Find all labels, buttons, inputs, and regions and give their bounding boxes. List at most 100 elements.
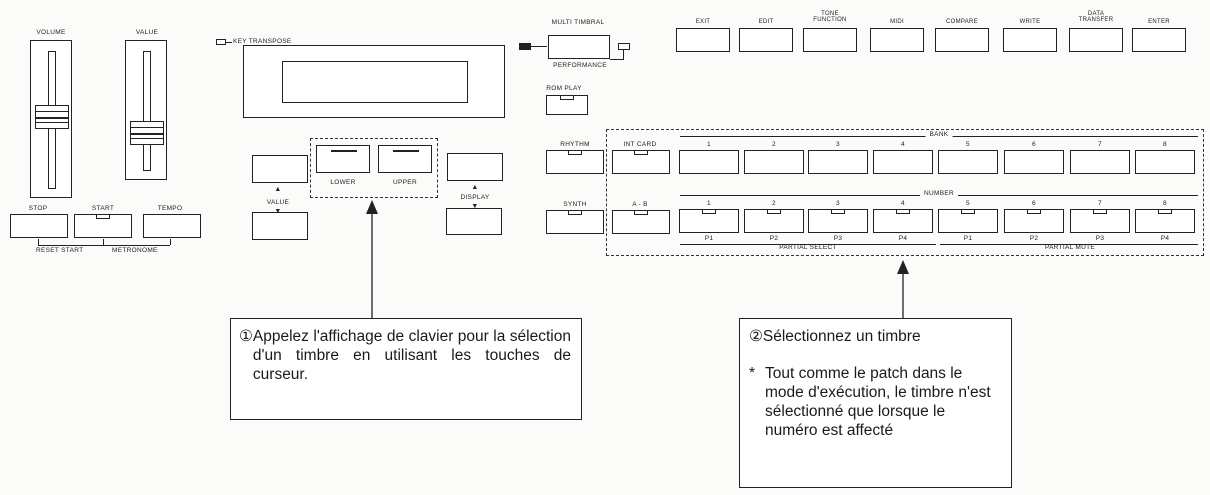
number-label-2: 2 bbox=[772, 200, 776, 207]
number-button-led-6 bbox=[1027, 210, 1041, 214]
bank-button-8[interactable] bbox=[1135, 150, 1195, 174]
number-button-1[interactable] bbox=[679, 209, 739, 233]
value-slider-track[interactable] bbox=[125, 40, 167, 180]
metronome-label: METRONOME bbox=[112, 247, 158, 254]
number-label-4: 4 bbox=[901, 200, 905, 207]
function-button-1[interactable] bbox=[739, 28, 793, 52]
bank-button-6[interactable] bbox=[1004, 150, 1064, 174]
tempo-label: TEMPO bbox=[157, 205, 183, 212]
partial-label-8: P4 bbox=[1160, 235, 1170, 242]
number-label-3: 3 bbox=[836, 200, 840, 207]
display-label: DISPLAY bbox=[460, 194, 490, 201]
display-up-button[interactable] bbox=[447, 153, 503, 181]
partial-label-4: P4 bbox=[898, 235, 908, 242]
performance-label: PERFORMANCE bbox=[553, 62, 607, 69]
upper-label: UPPER bbox=[393, 179, 417, 186]
number-button-7[interactable] bbox=[1070, 209, 1130, 233]
bank-number-label-7: 7 bbox=[1098, 141, 1102, 148]
number-label-6: 6 bbox=[1032, 200, 1036, 207]
bank-number-label-5: 5 bbox=[966, 141, 970, 148]
number-button-6[interactable] bbox=[1004, 209, 1064, 233]
number-button-3[interactable] bbox=[808, 209, 868, 233]
function-button-5[interactable] bbox=[1003, 28, 1057, 52]
number-button-8[interactable] bbox=[1135, 209, 1195, 233]
callout-1: ① Appelez l'affichage de clavier pour la… bbox=[230, 318, 582, 420]
function-button-7[interactable] bbox=[1132, 28, 1186, 52]
number-button-led-8 bbox=[1158, 210, 1172, 214]
number-label-7: 7 bbox=[1098, 200, 1102, 207]
function-label-1: EDIT bbox=[758, 19, 774, 25]
volume-slider-track[interactable] bbox=[30, 40, 72, 198]
bank-button-4[interactable] bbox=[873, 150, 933, 174]
a-b-button[interactable] bbox=[612, 210, 670, 234]
bank-button-3[interactable] bbox=[808, 150, 868, 174]
bank-button-7[interactable] bbox=[1070, 150, 1130, 174]
stop-button[interactable] bbox=[10, 214, 68, 238]
number-button-led-5 bbox=[961, 210, 975, 214]
value-down-button[interactable] bbox=[252, 212, 308, 240]
function-label-7: ENTER bbox=[1148, 19, 1170, 25]
value-up-button[interactable] bbox=[252, 155, 308, 183]
callout-1-text: Appelez l'affichage de clavier pour la s… bbox=[252, 328, 571, 383]
volume-slider-handle[interactable] bbox=[35, 105, 69, 129]
function-button-2[interactable] bbox=[803, 28, 857, 52]
function-button-6[interactable] bbox=[1069, 28, 1123, 52]
int-card-button[interactable] bbox=[612, 150, 670, 174]
reset-start-label: RESET START bbox=[36, 247, 84, 254]
bank-number-label-1: 1 bbox=[707, 141, 711, 148]
start-button[interactable] bbox=[74, 214, 132, 238]
function-label-6: DATA TRANSFER bbox=[1078, 11, 1114, 23]
partial-label-2: P2 bbox=[769, 235, 779, 242]
rhythm-button[interactable] bbox=[546, 150, 604, 174]
bank-number-label-6: 6 bbox=[1032, 141, 1036, 148]
upper-button[interactable] bbox=[378, 145, 432, 173]
synth-button[interactable] bbox=[546, 210, 604, 234]
partial-label-1: P1 bbox=[704, 235, 714, 242]
bank-button-2[interactable] bbox=[744, 150, 804, 174]
performance-led bbox=[618, 43, 630, 50]
function-button-3[interactable] bbox=[870, 28, 924, 52]
partial-select-label: PARTIAL SELECT bbox=[776, 244, 840, 252]
start-label: START bbox=[91, 205, 115, 212]
bank-number-label-3: 3 bbox=[836, 141, 840, 148]
function-label-3: MIDI bbox=[890, 19, 904, 25]
rom-play-button[interactable] bbox=[546, 95, 588, 115]
bank-number-label-8: 8 bbox=[1163, 141, 1167, 148]
number-label-5: 5 bbox=[966, 200, 970, 207]
number-button-led-2 bbox=[767, 210, 781, 214]
bank-button-5[interactable] bbox=[938, 150, 998, 174]
value-label: VALUE bbox=[135, 29, 159, 36]
arrow-1-head bbox=[366, 200, 378, 214]
number-button-led-7 bbox=[1093, 210, 1107, 214]
number-button-led-3 bbox=[831, 210, 845, 214]
function-label-4: COMPARE bbox=[946, 19, 978, 25]
partial-label-5: P1 bbox=[963, 235, 973, 242]
number-button-led-1 bbox=[702, 210, 716, 214]
bank-button-1[interactable] bbox=[679, 150, 739, 174]
function-label-0: EXIT bbox=[695, 19, 711, 25]
number-label: NUMBER bbox=[920, 190, 958, 198]
multi-timbral-label: MULTI TIMBRAL bbox=[551, 19, 605, 26]
bank-label: BANK bbox=[925, 131, 953, 139]
bank-number-label-2: 2 bbox=[772, 141, 776, 148]
tempo-button[interactable] bbox=[143, 214, 201, 238]
function-button-4[interactable] bbox=[935, 28, 989, 52]
callout-2-marker: ② bbox=[749, 328, 763, 345]
number-button-led-4 bbox=[896, 210, 910, 214]
number-label-1: 1 bbox=[707, 200, 711, 207]
function-label-2: TONE FUNCTION bbox=[813, 11, 847, 23]
synth-label: SYNTH bbox=[563, 201, 587, 208]
lower-button[interactable] bbox=[316, 145, 370, 173]
number-button-5[interactable] bbox=[938, 209, 998, 233]
key-transpose-label: KEY TRANSPOSE bbox=[233, 38, 292, 45]
function-button-0[interactable] bbox=[676, 28, 730, 52]
multi-timbral-button[interactable] bbox=[548, 35, 610, 59]
number-button-4[interactable] bbox=[873, 209, 933, 233]
number-button-2[interactable] bbox=[744, 209, 804, 233]
volume-label: VOLUME bbox=[36, 29, 66, 36]
display-down-button[interactable] bbox=[446, 208, 502, 235]
value-slider-handle[interactable] bbox=[130, 121, 164, 145]
key-transpose-led bbox=[216, 39, 226, 45]
stop-label: STOP bbox=[28, 205, 48, 212]
